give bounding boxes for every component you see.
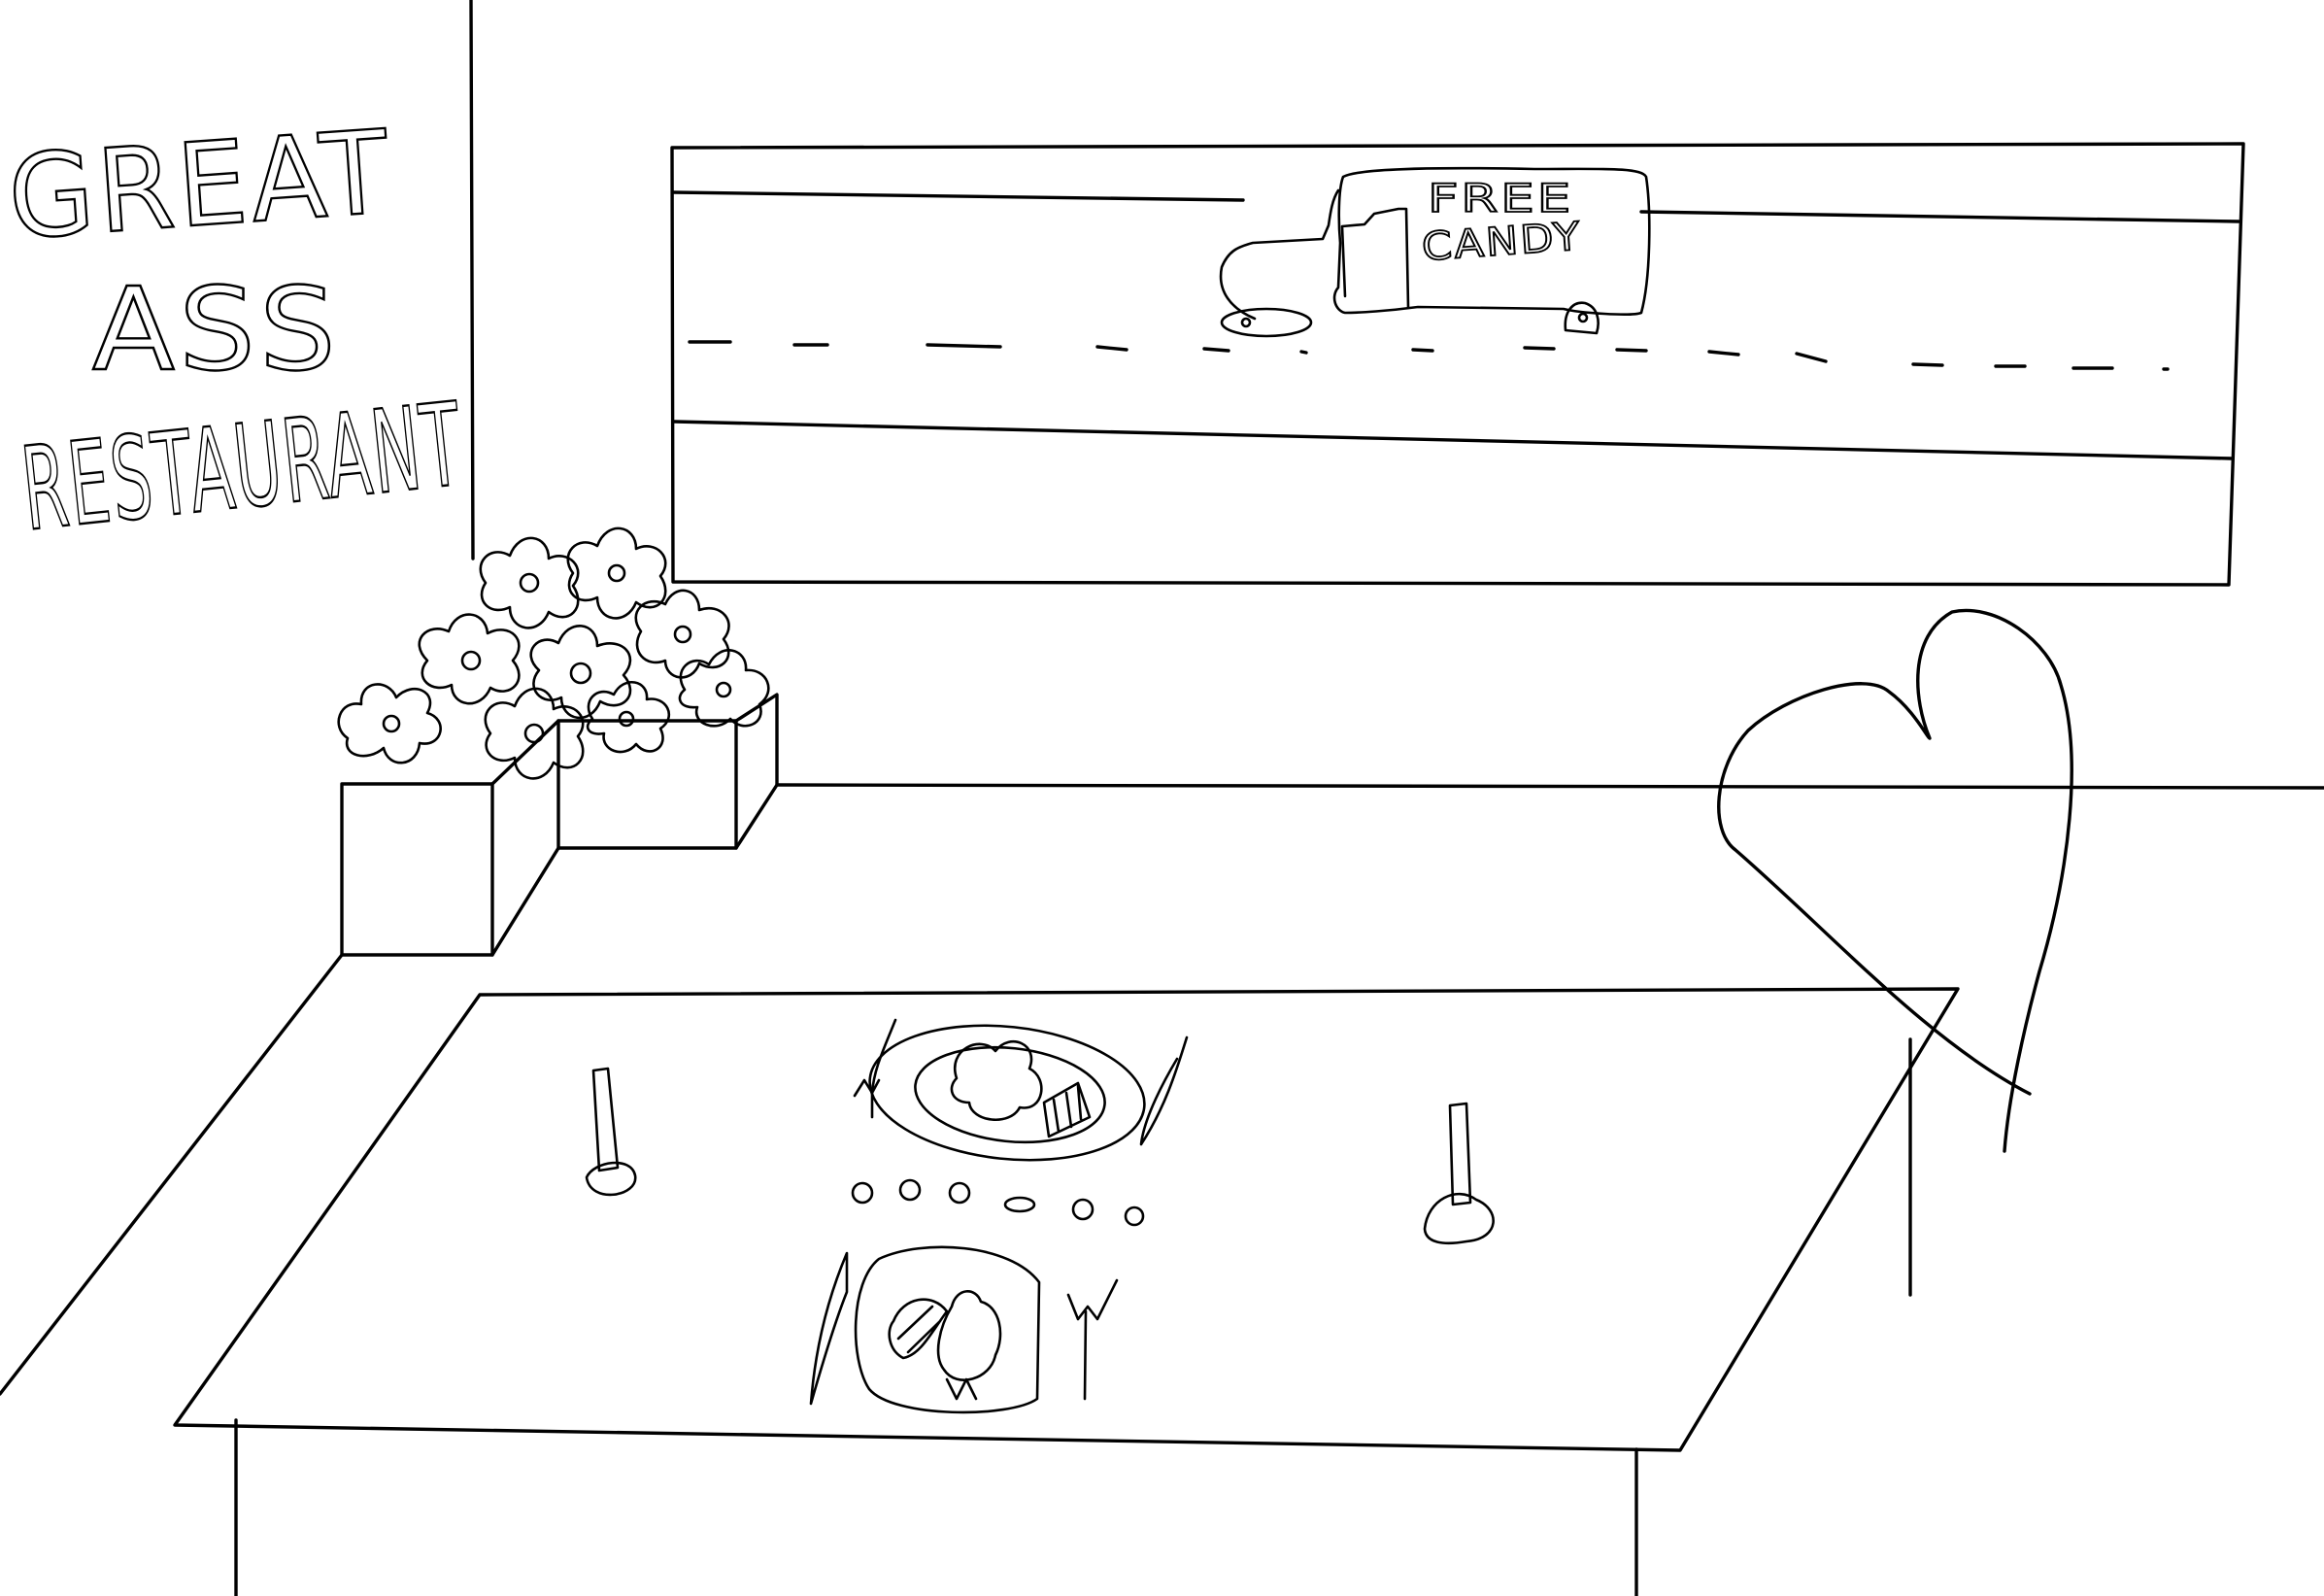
plate-rim-back	[914, 1045, 1106, 1144]
truck-front-wheel	[1220, 307, 1313, 338]
truck-rear-hub	[1577, 312, 1589, 323]
floor-line-left	[0, 953, 344, 1396]
window-frame	[670, 142, 2245, 587]
truck-door	[1340, 207, 1410, 309]
food-front	[888, 1290, 1002, 1401]
planter-box-right	[556, 719, 738, 850]
road-edge-bottom	[672, 420, 2234, 460]
plate-front	[854, 1245, 1041, 1414]
flower-outline	[484, 687, 585, 780]
table-top	[173, 987, 1960, 1452]
planter-box-left	[340, 782, 494, 957]
plate-back	[868, 1024, 1146, 1162]
restaurant-sign: GREAT ASS RESTAURANT	[3, 104, 471, 559]
flower-outline	[586, 680, 671, 754]
candle-stick	[591, 1067, 620, 1172]
sign-line-restaurant: RESTAURANT	[17, 377, 470, 557]
fork-back	[853, 1018, 897, 1119]
road-edge-top	[671, 190, 2240, 223]
candy	[1071, 1198, 1095, 1221]
candle-holder	[585, 1161, 637, 1197]
flower-outline	[678, 649, 770, 728]
floor-horizon-line	[775, 783, 2324, 790]
truck-front-hub	[1240, 317, 1252, 328]
flower-center	[715, 681, 732, 698]
knife-front	[809, 1251, 849, 1406]
candy	[898, 1178, 922, 1202]
road-center-dashes	[688, 340, 2170, 371]
flower-outline	[634, 589, 730, 679]
flower-outline	[566, 526, 667, 620]
truck-text-free: FREE	[1428, 177, 1573, 221]
candle-right	[1423, 1102, 1495, 1245]
candy-truck: FREE CANDY	[1219, 166, 1651, 338]
place-setting-back	[853, 1018, 1189, 1162]
candy-row	[851, 1178, 1145, 1227]
place-setting-front	[809, 1245, 1119, 1414]
candle-left	[585, 1067, 637, 1197]
flower-bush	[337, 526, 770, 780]
truck-text-candy: CANDY	[1420, 215, 1583, 270]
window: FREE CANDY	[670, 142, 2245, 587]
flower-center	[519, 572, 540, 594]
candy	[851, 1181, 874, 1205]
sign-line-great: GREAT	[4, 105, 396, 265]
food-back	[950, 1040, 1092, 1138]
flower-outline	[529, 625, 632, 720]
table	[0, 953, 1960, 1596]
chair-back	[1717, 608, 2073, 1153]
flower-center	[460, 650, 482, 671]
planter-side-face	[490, 693, 779, 957]
knife-back	[1139, 1036, 1189, 1146]
candle-holder	[1423, 1192, 1495, 1245]
flower-center	[382, 714, 401, 733]
truck-cab	[1219, 188, 1340, 321]
flower-outline	[418, 613, 521, 705]
flower-outline	[337, 683, 442, 764]
fork-front	[1066, 1278, 1119, 1401]
candy	[1124, 1205, 1145, 1227]
candy	[948, 1181, 971, 1205]
flower-center	[569, 662, 592, 685]
flower-center	[607, 563, 626, 583]
wall-corner-line	[469, 0, 475, 560]
planters	[337, 526, 779, 957]
flower-center	[523, 723, 545, 744]
flower-outline	[479, 536, 580, 629]
sign-line-ass: ASS	[92, 262, 340, 396]
flower-center	[673, 625, 692, 644]
truck-body	[1332, 166, 1651, 316]
flower-center	[618, 710, 635, 728]
candle-stick	[1448, 1102, 1472, 1206]
candy	[1003, 1196, 1036, 1213]
truck-rear-wheel	[1564, 301, 1600, 335]
